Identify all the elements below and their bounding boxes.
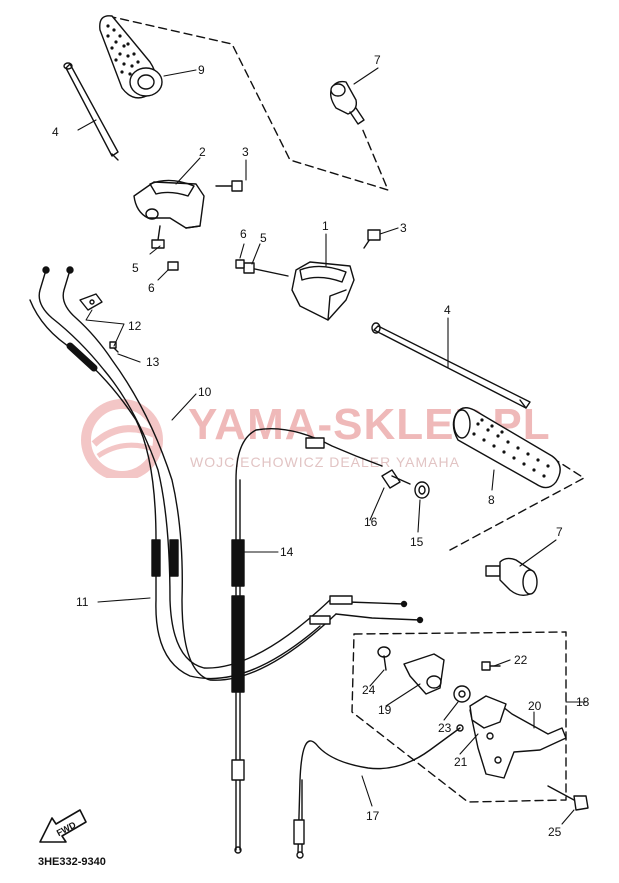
fwd-arrow-icon	[39, 809, 87, 843]
cable-fitting-a	[329, 595, 353, 605]
screw-5-left	[151, 225, 165, 249]
label-part-9: 9	[198, 63, 205, 77]
leader-17	[361, 775, 373, 807]
label-part-4a: 4	[52, 125, 59, 139]
label-part-18: 18	[576, 695, 590, 709]
leader-2	[175, 157, 201, 185]
label-part-1: 1	[322, 219, 329, 233]
label-part-17: 17	[366, 809, 380, 823]
switch-housing-left	[133, 179, 205, 229]
label-part-23: 23	[438, 721, 452, 735]
bolt-25	[547, 785, 589, 811]
grip-left	[99, 15, 163, 99]
washer-6-left	[167, 261, 179, 271]
leader-22	[493, 659, 511, 667]
label-part-22: 22	[514, 653, 528, 667]
cable-14	[231, 428, 383, 854]
leader-21	[459, 733, 479, 755]
leader-7b	[519, 539, 557, 567]
leader-5a	[149, 245, 161, 255]
bar-end-weight-right	[485, 557, 538, 597]
label-part-19: 19	[378, 703, 392, 717]
leader-13	[117, 353, 141, 363]
holder-21	[469, 695, 507, 729]
leader-24	[369, 669, 385, 687]
leader-23	[443, 701, 459, 721]
leader-6a	[157, 269, 169, 281]
leader-19	[385, 683, 421, 707]
label-part-16: 16	[364, 515, 378, 529]
screw-5-right	[243, 262, 289, 277]
reference-line-grip-left	[107, 15, 389, 191]
leader-8	[491, 469, 495, 491]
cable-17	[293, 724, 464, 859]
label-part-3a: 3	[242, 145, 249, 159]
assembly-18-boundary	[351, 631, 567, 803]
label-part-20: 20	[528, 699, 542, 713]
screw-13	[109, 341, 119, 353]
leader-7a	[353, 67, 379, 85]
lever-19	[403, 653, 445, 695]
throttle-cable-10	[38, 266, 337, 681]
label-part-5b: 5	[260, 231, 267, 245]
label-part-13: 13	[146, 355, 160, 369]
leader-3b	[379, 227, 399, 235]
bar-end-weight-top	[329, 80, 365, 125]
grip-right	[452, 407, 561, 489]
leader-16	[369, 487, 385, 521]
leader-9	[163, 69, 197, 77]
label-part-6b: 6	[240, 227, 247, 241]
leader-15	[417, 499, 421, 533]
label-part-7b: 7	[556, 525, 563, 539]
leader-4a	[77, 119, 97, 131]
label-part-3b: 3	[400, 221, 407, 235]
screw-3-left	[215, 180, 243, 192]
handlebar-tube-left	[63, 62, 119, 161]
diagram-code: 3HE332-9340	[38, 856, 106, 868]
label-part-25: 25	[548, 825, 562, 839]
label-part-10: 10	[198, 385, 212, 399]
bolt-24	[377, 646, 391, 671]
label-part-2: 2	[199, 145, 206, 159]
handlebar-tube-right	[371, 322, 531, 409]
washer-23	[453, 685, 471, 703]
label-part-6a: 6	[148, 281, 155, 295]
label-part-11: 11	[76, 595, 89, 609]
leader-5b	[251, 243, 261, 265]
label-part-12: 12	[128, 319, 142, 333]
washer-6-right	[235, 259, 245, 269]
leader-25	[561, 809, 575, 825]
cable-fitting-b	[309, 615, 331, 625]
throttle-housing	[291, 261, 355, 321]
label-part-5a: 5	[132, 261, 139, 275]
label-part-15: 15	[410, 535, 424, 549]
lock-nut-15	[414, 481, 430, 499]
cable-adjuster-16	[381, 469, 411, 489]
leader-6b	[239, 243, 245, 259]
cable-holder-12	[79, 293, 103, 311]
label-part-21: 21	[454, 755, 468, 769]
throttle-cable-11	[29, 299, 321, 680]
label-part-24: 24	[362, 683, 376, 697]
label-part-8: 8	[488, 493, 495, 507]
screw-3-right	[363, 229, 381, 249]
leader-10	[171, 393, 197, 421]
label-part-4b: 4	[444, 303, 451, 317]
label-part-7a: 7	[374, 53, 381, 67]
screw-22	[481, 661, 501, 671]
leader-11	[97, 597, 151, 603]
label-part-14: 14	[280, 545, 294, 559]
